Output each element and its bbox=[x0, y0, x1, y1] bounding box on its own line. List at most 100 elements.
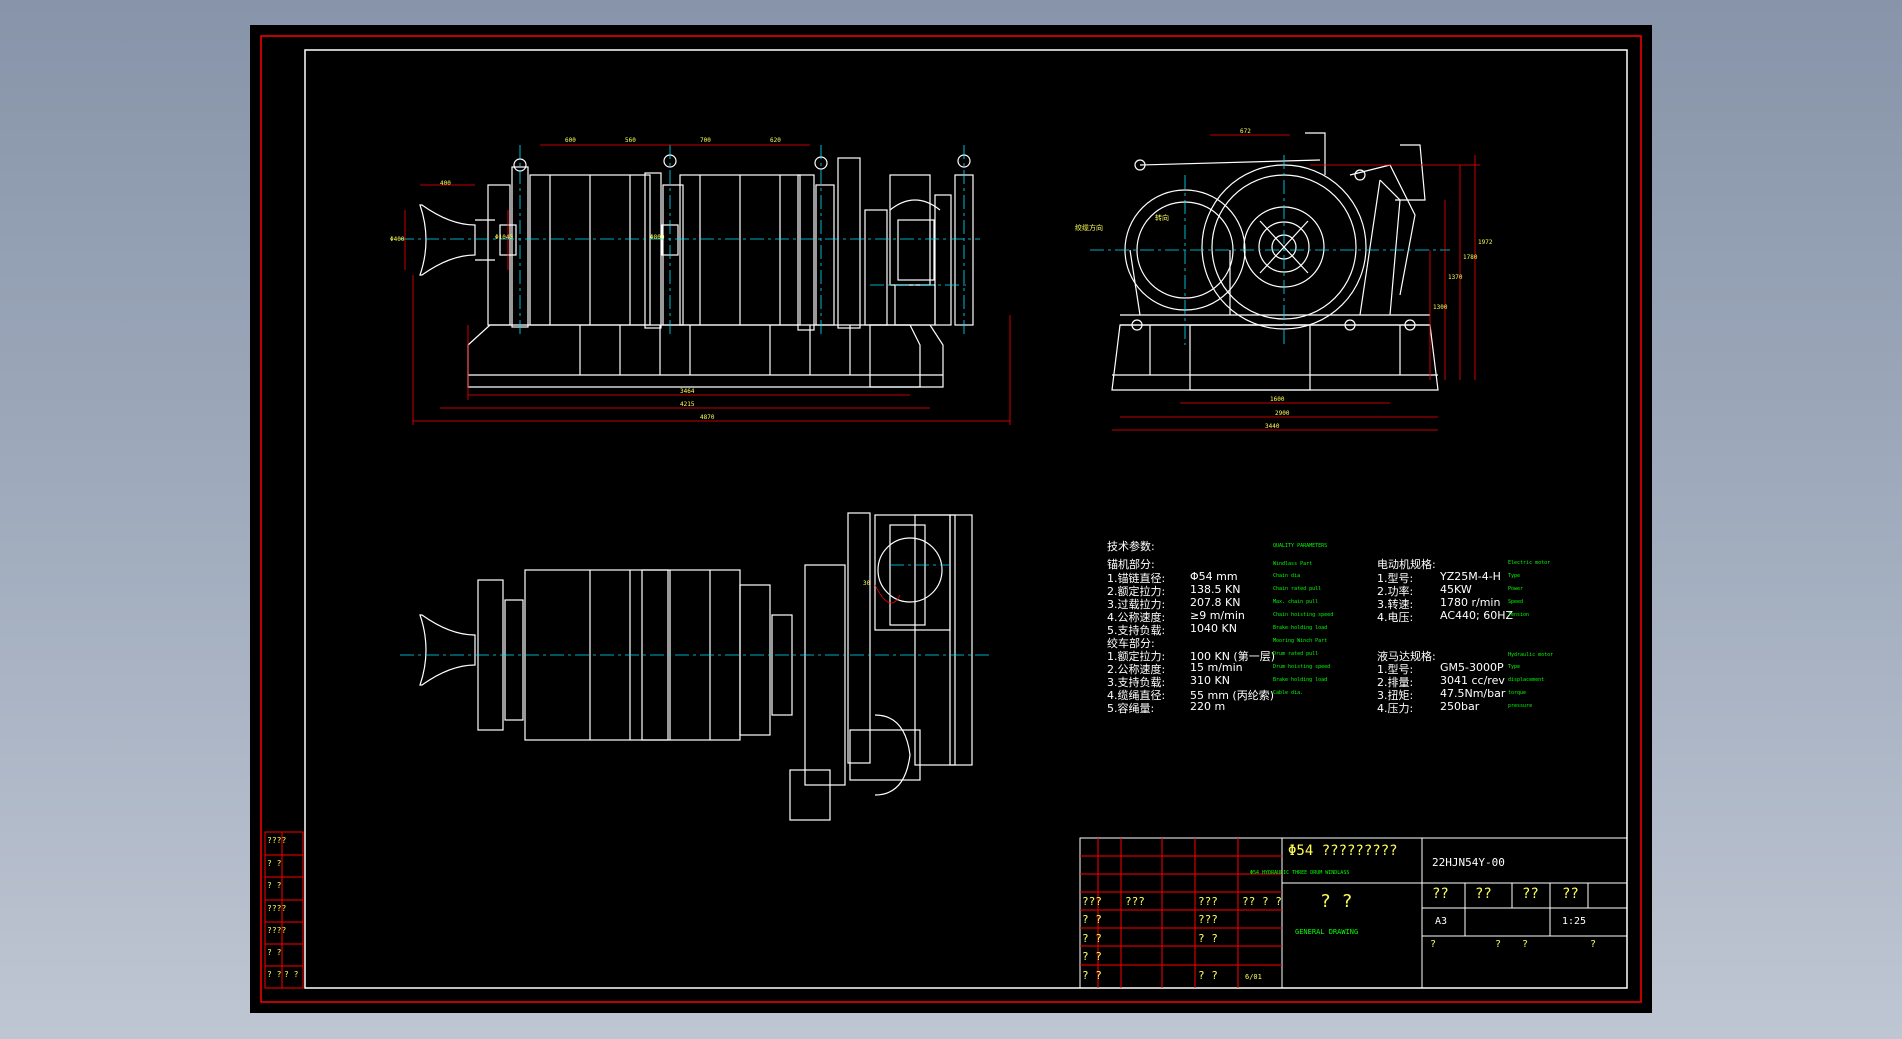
tech-heading-en: QUALITY PARAMETERS bbox=[1273, 543, 1328, 549]
dim-drum-c: 700 bbox=[700, 137, 711, 144]
sheet-mark: ? bbox=[1522, 939, 1529, 950]
winch-item-en: Brake holding load bbox=[1273, 677, 1328, 683]
title-block-lines bbox=[1079, 837, 1628, 989]
dim-height-d: 1972 bbox=[1478, 239, 1493, 246]
winch-item-en: Drum hoisting speed bbox=[1273, 664, 1331, 670]
dim-top-width: 672 bbox=[1240, 128, 1251, 135]
sheet-mark: ? bbox=[1590, 939, 1597, 950]
left-col-mark: ? ? bbox=[1082, 950, 1102, 963]
winch-item-label: 1.额定拉力: bbox=[1107, 650, 1166, 663]
dim-drum-b: 560 bbox=[625, 137, 636, 144]
motor-item-value: AC440; 60HZ bbox=[1440, 609, 1514, 622]
dim-frame-len: 4215 bbox=[680, 401, 695, 408]
motor-item-label: 3.转速: bbox=[1377, 598, 1414, 611]
drawing-name-cn: ? ? bbox=[1320, 891, 1353, 912]
windlass-item-en: Chain dia bbox=[1273, 573, 1301, 579]
windlass-item-label: 1.锚链直径: bbox=[1107, 572, 1166, 585]
dim-drum-a: 600 bbox=[565, 137, 576, 144]
windlass-heading: 锚机部分: bbox=[1107, 558, 1155, 571]
windlass-item-en: Max. chain pull bbox=[1273, 599, 1319, 605]
cell-top: ?? bbox=[1475, 886, 1492, 902]
winch-item-label: 3.支持负载: bbox=[1107, 676, 1166, 689]
drawing-sheet: 400 Φ400 600 560 700 620 3464 4215 4870 … bbox=[250, 25, 1652, 1013]
motor-item-en: Speed bbox=[1508, 599, 1524, 605]
left-col-mark: ? ? bbox=[1082, 913, 1102, 926]
hyd-item-label: 4.压力: bbox=[1377, 702, 1414, 715]
dim-drum-d: 620 bbox=[770, 137, 781, 144]
windlass-item-label: 3.过载拉力: bbox=[1107, 598, 1166, 611]
motor-item-value: YZ25M-4-H bbox=[1440, 570, 1501, 583]
hyd-heading-en: Hydraulic motor bbox=[1508, 652, 1554, 658]
hyd-item-label: 1.型号: bbox=[1377, 663, 1414, 676]
dim-cap-width: 400 bbox=[440, 180, 451, 187]
title-cn: Φ54 ????????? bbox=[1288, 843, 1398, 859]
hyd-heading: 液马达规格: bbox=[1377, 650, 1436, 663]
mid-mark: ??? bbox=[1198, 913, 1218, 926]
winch-item-label: 5.容绳量: bbox=[1107, 702, 1155, 715]
inner-white-border bbox=[304, 49, 1628, 989]
strip-label: ???? bbox=[267, 926, 287, 935]
left-label: ? ? bbox=[1262, 895, 1282, 908]
sheet-mark: ? bbox=[1495, 939, 1502, 950]
front-view bbox=[400, 144, 1011, 425]
left-label: ??? bbox=[1198, 895, 1218, 908]
dim-height-a: 1300 bbox=[1433, 304, 1448, 311]
hyd-item-value: 3041 cc/rev bbox=[1440, 674, 1505, 687]
hyd-item-value: 47.5Nm/bar bbox=[1440, 687, 1506, 700]
motor-item-en: Type bbox=[1508, 573, 1521, 579]
mid-mark: ? ? bbox=[1198, 969, 1218, 982]
dim-side-base: 1600 bbox=[1270, 396, 1285, 403]
winch-item-label: 4.缆绳直径: bbox=[1107, 689, 1166, 702]
dim-cap-dia: Φ400 bbox=[390, 236, 405, 243]
left-label: ?? bbox=[1242, 895, 1256, 908]
cell-top: ?? bbox=[1432, 886, 1449, 902]
winch-item-value: 55 mm (丙纶索) bbox=[1190, 689, 1275, 702]
windlass-item-value: 138.5 KN bbox=[1190, 583, 1241, 596]
left-strip bbox=[264, 831, 304, 989]
motor-item-en: Power bbox=[1508, 586, 1524, 592]
left-col-mark: ? ? bbox=[1082, 969, 1102, 982]
cell-top: ?? bbox=[1562, 886, 1579, 902]
motor-heading: 电动机规格: bbox=[1377, 558, 1436, 571]
windlass-item-value: 1040 KN bbox=[1190, 622, 1237, 635]
rotation-label: 转向 bbox=[1155, 214, 1169, 222]
hyd-item-value: GM5-3000P bbox=[1440, 661, 1504, 674]
windlass-item-value: 207.8 KN bbox=[1190, 596, 1241, 609]
winch-item-en: Cable dia. bbox=[1273, 690, 1304, 696]
drawing-name-en: GENERAL DRAWING bbox=[1295, 928, 1359, 936]
winch-heading: 绞车部分: bbox=[1107, 637, 1155, 650]
title-en: Φ54 HYDRAULIC THREE DRUM WINDLASS bbox=[1250, 870, 1350, 876]
motor-item-label: 1.型号: bbox=[1377, 572, 1414, 585]
date: 6/01 bbox=[1245, 973, 1262, 981]
motor-item-label: 2.功率: bbox=[1377, 585, 1414, 598]
windlass-item-en: Brake holding load bbox=[1273, 625, 1328, 631]
motor-item-label: 4.电压: bbox=[1377, 611, 1414, 624]
windlass-item-value: Φ54 mm bbox=[1190, 570, 1238, 583]
left-label: ??? bbox=[1082, 895, 1102, 908]
motor-heading-en: Electric motor bbox=[1508, 560, 1551, 566]
winch-item-value: 220 m bbox=[1190, 700, 1226, 713]
scale: 1:25 bbox=[1562, 916, 1587, 927]
windlass-item-value: ≥9 m/min bbox=[1190, 609, 1245, 622]
dim-total-len: 4870 bbox=[700, 414, 715, 421]
dim-drum-dia: Φ800 bbox=[650, 234, 665, 241]
dim-detail: 30 bbox=[863, 580, 871, 587]
cell-top: ?? bbox=[1522, 886, 1539, 902]
strip-label: ? ? bbox=[267, 970, 282, 979]
winch-item-en: Drum rated pull bbox=[1273, 651, 1319, 657]
direction-label: 绞缆方向 bbox=[1075, 224, 1103, 232]
winch-item-value: 100 KN (第一层) bbox=[1190, 650, 1276, 663]
hyd-item-en: Type bbox=[1508, 664, 1521, 670]
side-view bbox=[1090, 132, 1480, 431]
dim-wheel-dia: Φ1040 bbox=[495, 234, 514, 241]
motor-item-value: 1780 r/min bbox=[1440, 596, 1501, 609]
hyd-item-en: displacement bbox=[1508, 677, 1545, 683]
windlass-item-label: 5.支持负载: bbox=[1107, 624, 1166, 637]
cad-drawing bbox=[260, 35, 1642, 1003]
plan-view bbox=[400, 512, 990, 821]
hyd-item-label: 2.排量: bbox=[1377, 676, 1414, 689]
dim-height-c: 1780 bbox=[1463, 254, 1478, 261]
strip-label: ???? bbox=[267, 836, 287, 845]
dim-side-total: 2900 bbox=[1275, 410, 1290, 417]
windlass-heading-en: Windlass Part bbox=[1273, 561, 1313, 567]
